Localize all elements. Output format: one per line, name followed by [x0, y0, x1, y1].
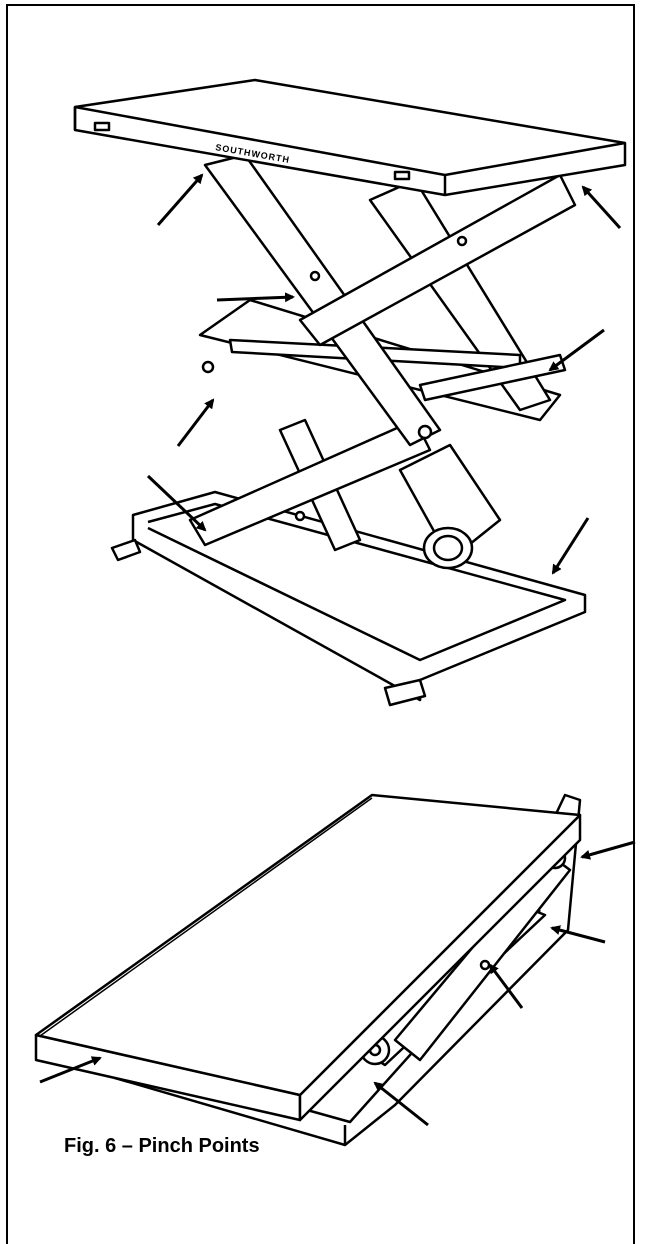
pinch-point-arrow — [580, 840, 636, 860]
pinch-point-arrow — [488, 963, 524, 1009]
front-scissor-arm-lower — [188, 418, 432, 547]
pinch-point-arrow — [216, 292, 295, 303]
pinch-point-arrow — [156, 173, 204, 226]
pinch-point-arrow — [550, 925, 606, 944]
lowered-lift-drawing — [34, 793, 582, 1147]
rear-scissor-arm-upper — [298, 173, 577, 347]
figure-caption: Fig. 6 – Pinch Points — [64, 1135, 260, 1157]
base-foot — [383, 678, 427, 707]
pinch-point-arrows-top — [146, 173, 622, 575]
pinch-point-arrow — [146, 474, 207, 532]
pinch-point-arrow — [548, 328, 605, 372]
pinch-point-arrows-bottom — [39, 840, 636, 1127]
pinch-point-arrow — [551, 517, 590, 575]
power-unit — [398, 443, 502, 562]
raised-lift-drawing — [73, 78, 627, 707]
pinch-point-arrow — [176, 398, 215, 447]
pinch-point-arrow — [373, 1081, 429, 1127]
figure-frame — [6, 4, 635, 1244]
base-foot — [110, 538, 142, 562]
pinch-point-arrow — [581, 185, 622, 230]
motor-end-cap — [422, 526, 474, 570]
pinch-point-arrow — [39, 1056, 102, 1084]
raised-platform — [73, 78, 627, 197]
